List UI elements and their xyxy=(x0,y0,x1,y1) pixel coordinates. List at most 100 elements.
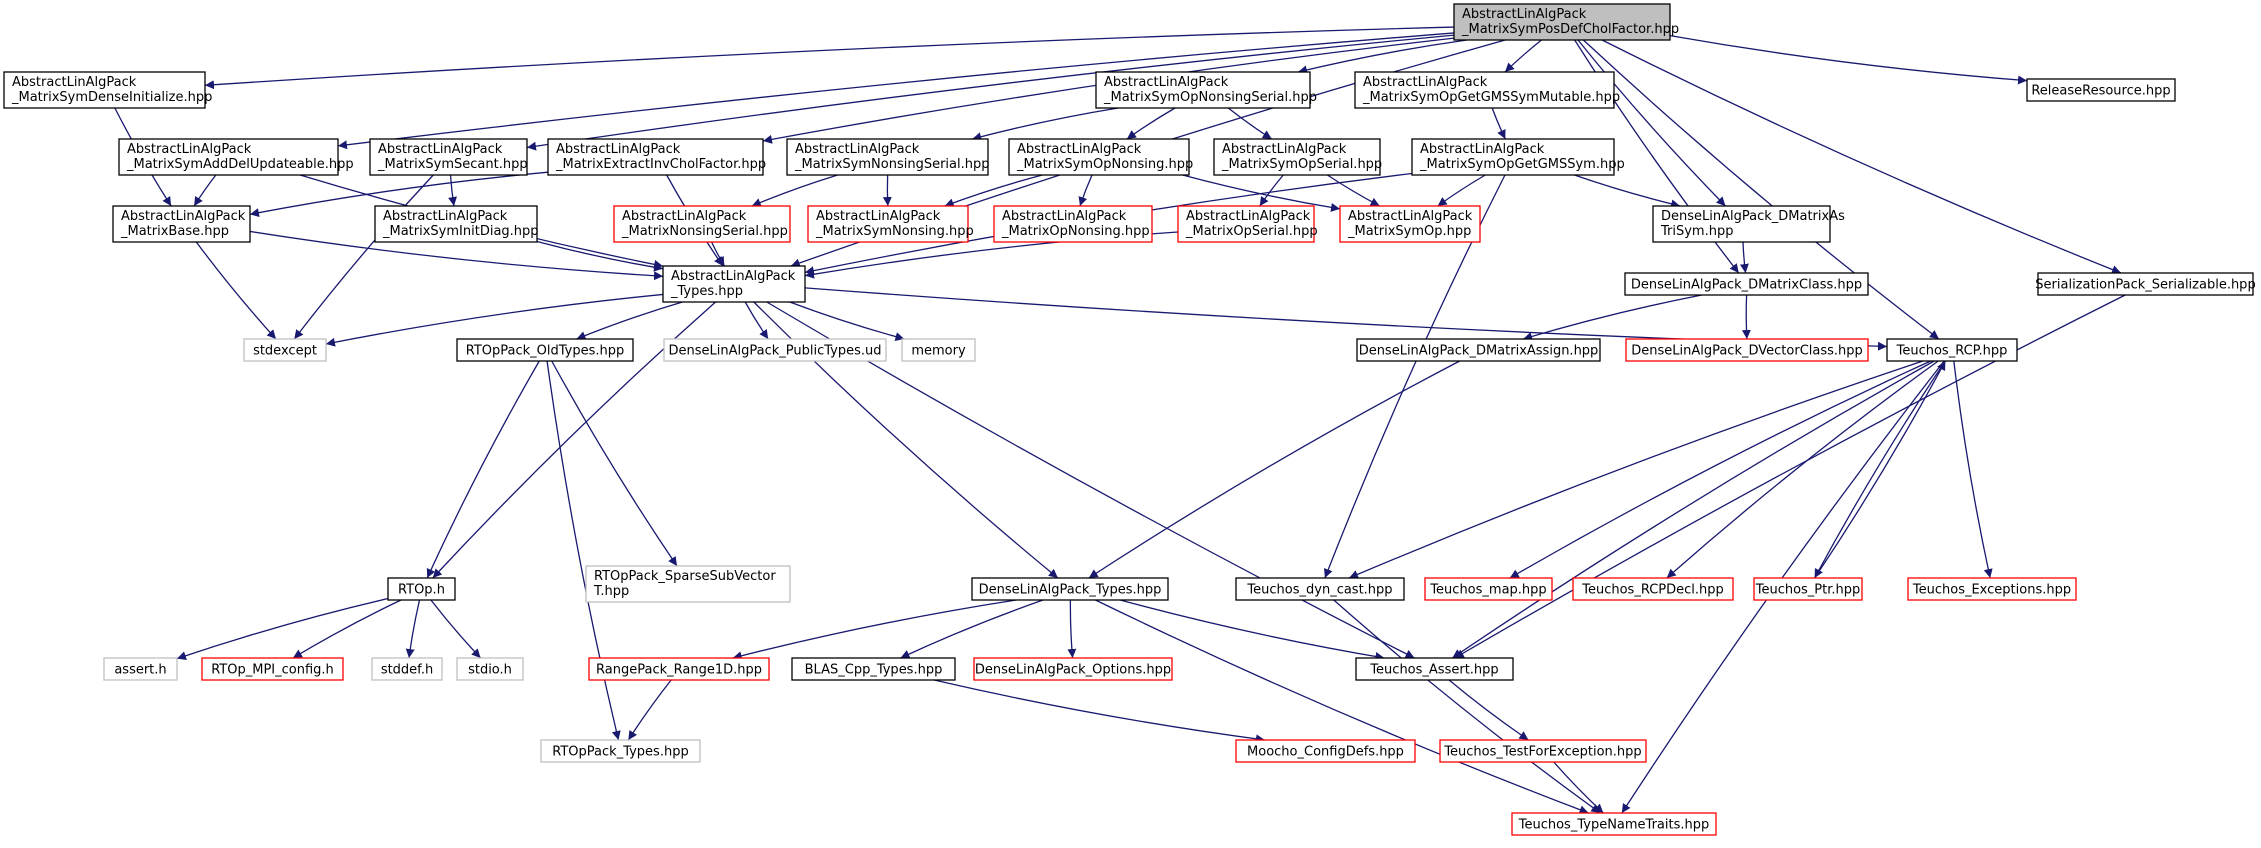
node-gmsmut[interactable]: AbstractLinAlgPack_MatrixSymOpGetGMSSymM… xyxy=(1354,71,1620,109)
node-rcpdecl[interactable]: Teuchos_RCPDecl.hpp xyxy=(1572,577,1734,601)
dependency-edge xyxy=(405,599,421,659)
node-dvc[interactable]: DenseLinAlgPack_DVectorClass.hpp xyxy=(1625,338,1869,362)
node-label: _MatrixSymOpNonsing.hpp xyxy=(1016,157,1193,172)
node-exceptions[interactable]: Teuchos_Exceptions.hpp xyxy=(1907,577,2077,601)
node-tmap[interactable]: Teuchos_map.hpp xyxy=(1424,577,1553,601)
dependency-edge xyxy=(933,679,1265,744)
node-tassert[interactable]: Teuchos_Assert.hpp xyxy=(1355,657,1514,681)
edge-rtop-to-stddef xyxy=(405,599,421,659)
dependency-edge xyxy=(751,174,838,207)
node-root[interactable]: AbstractLinAlgPack_MatrixSymPosDefCholFa… xyxy=(1453,3,1679,41)
node-label: BLAS_Cpp_Types.hpp xyxy=(805,663,943,678)
node-memory[interactable]: memory xyxy=(901,338,976,362)
node-label: Moocho_ConfigDefs.hpp xyxy=(1247,745,1404,760)
node-label: Teuchos_Ptr.hpp xyxy=(1755,583,1861,598)
node-oldtypes[interactable]: RTOpPack_OldTypes.hpp xyxy=(456,338,634,362)
node-label: DenseLinAlgPack_DMatrixAs xyxy=(1661,209,1845,224)
node-gmssym[interactable]: AbstractLinAlgPack_MatrixSymOpGetGMSSym.… xyxy=(1411,138,1625,176)
node-label: _MatrixSymNonsing.hpp xyxy=(815,224,974,239)
dependency-edge xyxy=(627,679,672,741)
edge-gmssym-to-tri xyxy=(1574,174,1681,209)
node-dlptypes[interactable]: DenseLinAlgPack_Types.hpp xyxy=(971,577,1169,601)
node-label: DenseLinAlgPack_DMatrixAssign.hpp xyxy=(1359,344,1599,359)
node-stddef[interactable]: stddef.h xyxy=(371,657,443,681)
node-label: AbstractLinAlgPack xyxy=(671,269,796,284)
edge-initdiag-to-types xyxy=(536,240,664,272)
node-symnons[interactable]: AbstractLinAlgPack_MatrixSymNonsing.hpp xyxy=(807,205,974,243)
edge-dmassign-to-dlptypes xyxy=(1088,360,1461,579)
edge-rtop-to-asserth xyxy=(176,597,389,660)
node-dmc[interactable]: DenseLinAlgPack_DMatrixClass.hpp xyxy=(1624,272,1869,296)
node-label: AbstractLinAlgPack xyxy=(378,142,503,157)
node-typename[interactable]: Teuchos_TypeNameTraits.hpp xyxy=(1511,812,1717,836)
node-testfor[interactable]: Teuchos_TestForException.hpp xyxy=(1439,739,1647,763)
edge-dlptypes-to-range xyxy=(732,599,1017,661)
node-symop[interactable]: AbstractLinAlgPack_MatrixSymOp.hpp xyxy=(1339,205,1481,243)
node-nsser[interactable]: AbstractLinAlgPack_MatrixNonsingSerial.h… xyxy=(613,205,791,243)
node-types[interactable]: AbstractLinAlgPack_Types.hpp xyxy=(662,265,806,303)
node-box xyxy=(201,657,344,681)
edge-dlptypes-to-options xyxy=(1067,599,1077,659)
node-base[interactable]: AbstractLinAlgPack_MatrixBase.hpp xyxy=(112,205,251,243)
node-stdexcept[interactable]: stdexcept xyxy=(243,338,327,362)
node-asserth[interactable]: assert.h xyxy=(103,657,178,681)
node-adddel[interactable]: AbstractLinAlgPack_MatrixSymAddDelUpdate… xyxy=(118,138,354,176)
edge-symopns-to-symnons xyxy=(944,174,1043,208)
node-label: AbstractLinAlgPack xyxy=(12,75,137,90)
node-label: RTOp_MPI_config.h xyxy=(211,663,334,678)
node-box xyxy=(1213,138,1381,176)
node-label: Teuchos_Assert.hpp xyxy=(1369,663,1498,678)
node-opns[interactable]: AbstractLinAlgPack_MatrixSymOpNonsingSer… xyxy=(1095,71,1317,109)
node-serial[interactable]: SerializationPack_Serializable.hpp xyxy=(2035,272,2256,296)
node-ptr[interactable]: Teuchos_Ptr.hpp xyxy=(1753,577,1863,601)
node-box xyxy=(971,577,1169,601)
node-dmassign[interactable]: DenseLinAlgPack_DMatrixAssign.hpp xyxy=(1356,338,1601,362)
node-rtop[interactable]: RTOp.h xyxy=(387,577,456,601)
node-moocho[interactable]: Moocho_ConfigDefs.hpp xyxy=(1235,739,1416,763)
node-mpiconfig[interactable]: RTOp_MPI_config.h xyxy=(201,657,344,681)
node-label: RTOp.h xyxy=(398,583,445,598)
node-label: AbstractLinAlgPack xyxy=(1104,75,1229,90)
node-label: TriSym.hpp xyxy=(1660,224,1733,239)
node-extract[interactable]: AbstractLinAlgPack_MatrixExtractInvCholF… xyxy=(547,138,766,176)
node-range[interactable]: RangePack_Range1D.hpp xyxy=(588,657,770,681)
edge-dmc-to-dvc xyxy=(1741,294,1751,340)
node-box xyxy=(1753,577,1863,601)
node-label: AbstractLinAlgPack xyxy=(1186,209,1311,224)
edge-root-to-secant xyxy=(526,34,1455,151)
node-initdiag[interactable]: AbstractLinAlgPack_MatrixSymInitDiag.hpp xyxy=(374,205,539,243)
node-secant[interactable]: AbstractLinAlgPack_MatrixSymSecant.hpp xyxy=(369,138,528,176)
node-symopns[interactable]: AbstractLinAlgPack_MatrixSymOpNonsing.hp… xyxy=(1008,138,1193,176)
node-opnons[interactable]: AbstractLinAlgPack_MatrixOpNonsing.hpp xyxy=(993,205,1153,243)
node-publictypes[interactable]: DenseLinAlgPack_PublicTypes.ud xyxy=(663,338,887,362)
node-dyncast[interactable]: Teuchos_dyn_cast.hpp xyxy=(1235,577,1405,601)
node-label: RangePack_Range1D.hpp xyxy=(596,663,762,678)
node-options[interactable]: DenseLinAlgPack_Options.hpp xyxy=(973,657,1173,681)
node-stdio[interactable]: stdio.h xyxy=(456,657,524,681)
node-symns[interactable]: AbstractLinAlgPack_MatrixSymNonsingSeria… xyxy=(786,138,990,176)
edge-secant-to-initdiag xyxy=(448,174,457,207)
node-label: _MatrixSymOpGetGMSSym.hpp xyxy=(1419,157,1625,172)
node-label: _MatrixNonsingSerial.hpp xyxy=(621,224,788,239)
node-box xyxy=(1339,205,1481,243)
dependency-edge xyxy=(1067,599,1077,659)
node-rtoptypes[interactable]: RTOpPack_Types.hpp xyxy=(540,739,701,763)
edge-range-to-rtoptypes xyxy=(627,679,672,741)
node-rcp[interactable]: Teuchos_RCP.hpp xyxy=(1886,338,2018,362)
node-opser[interactable]: AbstractLinAlgPack_MatrixOpSerial.hpp xyxy=(1177,205,1318,243)
dependency-edge xyxy=(430,599,482,659)
node-box xyxy=(1886,338,2018,362)
node-densein[interactable]: AbstractLinAlgPack_MatrixSymDenseInitial… xyxy=(3,71,212,109)
node-label: stddef.h xyxy=(381,663,433,678)
node-symopser[interactable]: AbstractLinAlgPack_MatrixSymOpSerial.hpp xyxy=(1213,138,1382,176)
node-box xyxy=(456,657,524,681)
dependency-edge xyxy=(1297,39,1468,75)
edge-base-to-stdexcept xyxy=(195,241,277,340)
node-box xyxy=(1356,338,1601,362)
node-label: ReleaseResource.hpp xyxy=(2031,84,2170,99)
dependency-edge xyxy=(711,241,725,267)
node-release[interactable]: ReleaseResource.hpp xyxy=(2026,78,2176,102)
node-blas[interactable]: BLAS_Cpp_Types.hpp xyxy=(791,657,956,681)
